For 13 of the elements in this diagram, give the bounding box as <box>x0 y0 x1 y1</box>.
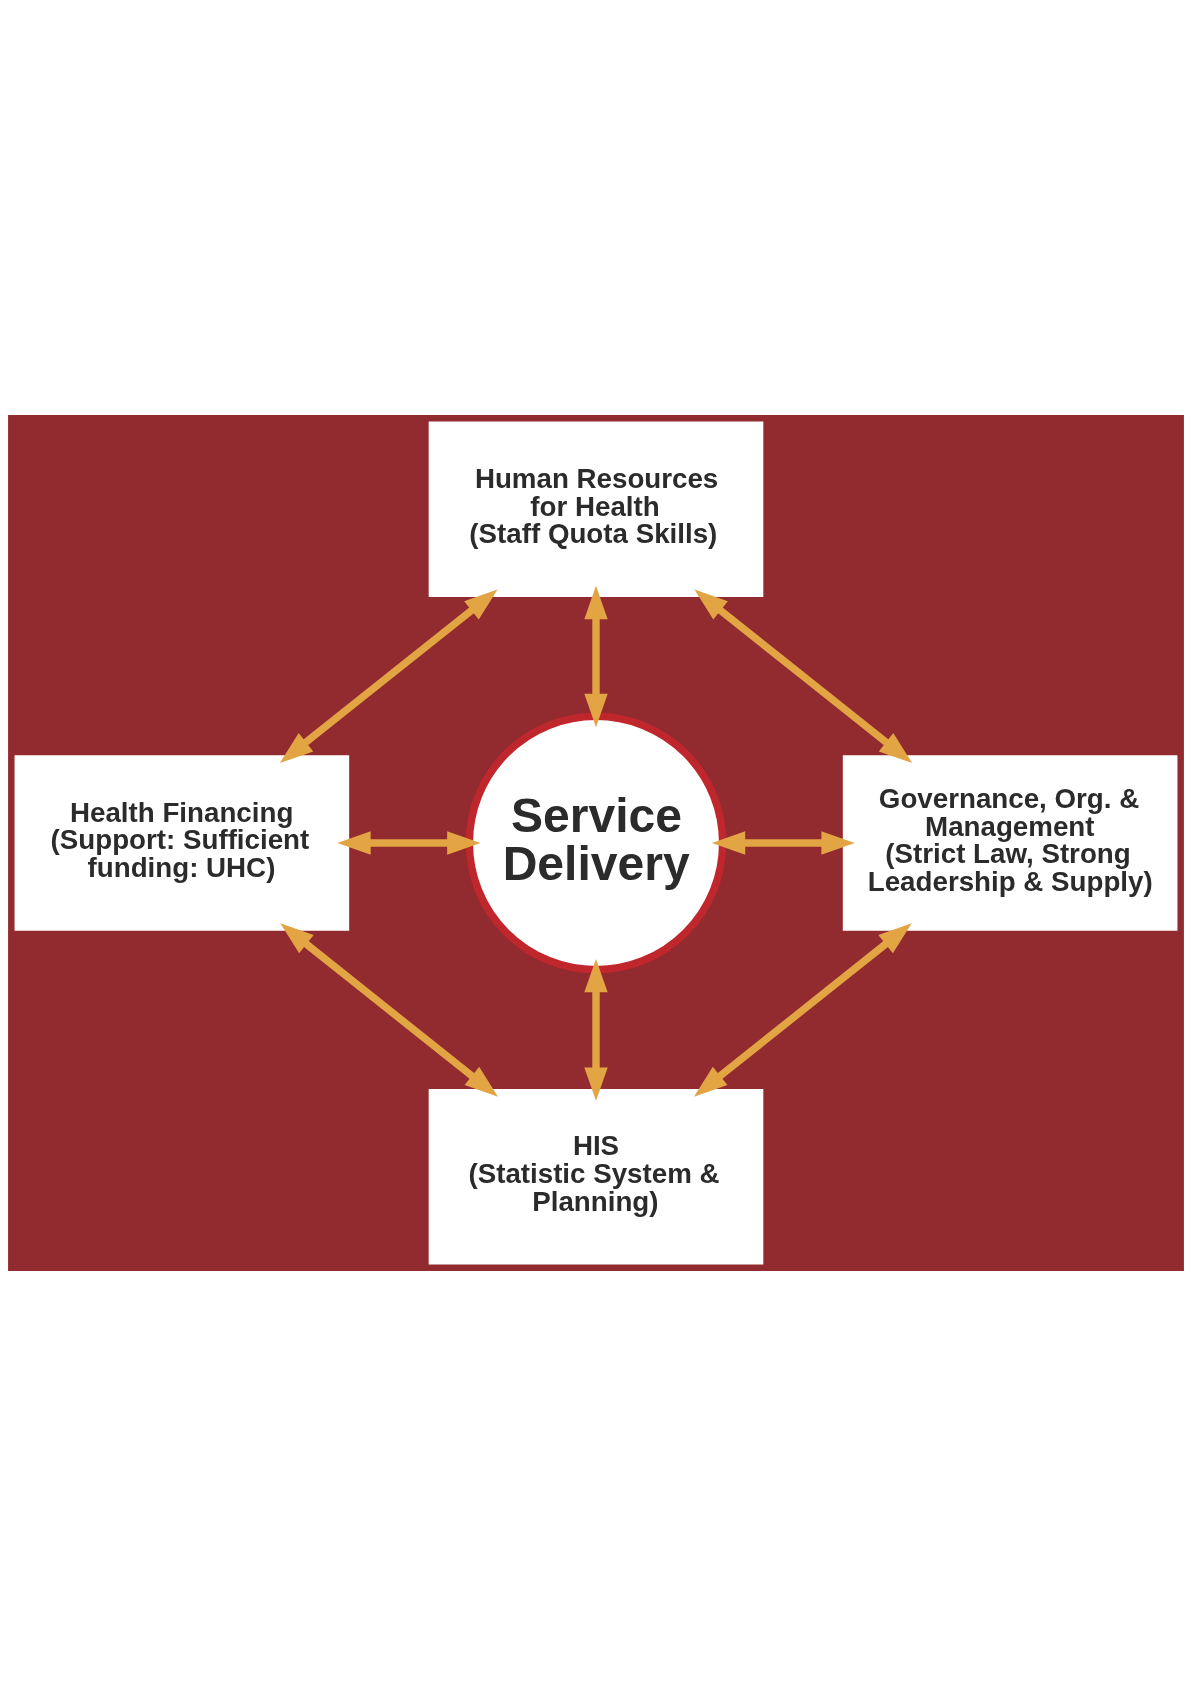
arrow <box>280 922 499 1097</box>
arrow <box>337 830 481 855</box>
arrow <box>279 589 498 763</box>
node-box: Health Financing (Support: Sufficient funding: UHC) <box>14 754 350 931</box>
node-box: HIS (Statistic System & Planning) <box>428 1088 764 1265</box>
node-box: Human Resources for Health (Staff Quota Skills) <box>428 420 764 597</box>
arrow <box>584 958 608 1101</box>
arrow <box>694 589 913 763</box>
arrow <box>584 585 608 727</box>
node-box: Governance, Org. & Management (Strict Law, Strong Leadership & Supply) <box>842 754 1178 931</box>
arrow <box>711 830 855 855</box>
arrow <box>693 922 912 1097</box>
node-circle: Service Delivery <box>465 712 727 973</box>
